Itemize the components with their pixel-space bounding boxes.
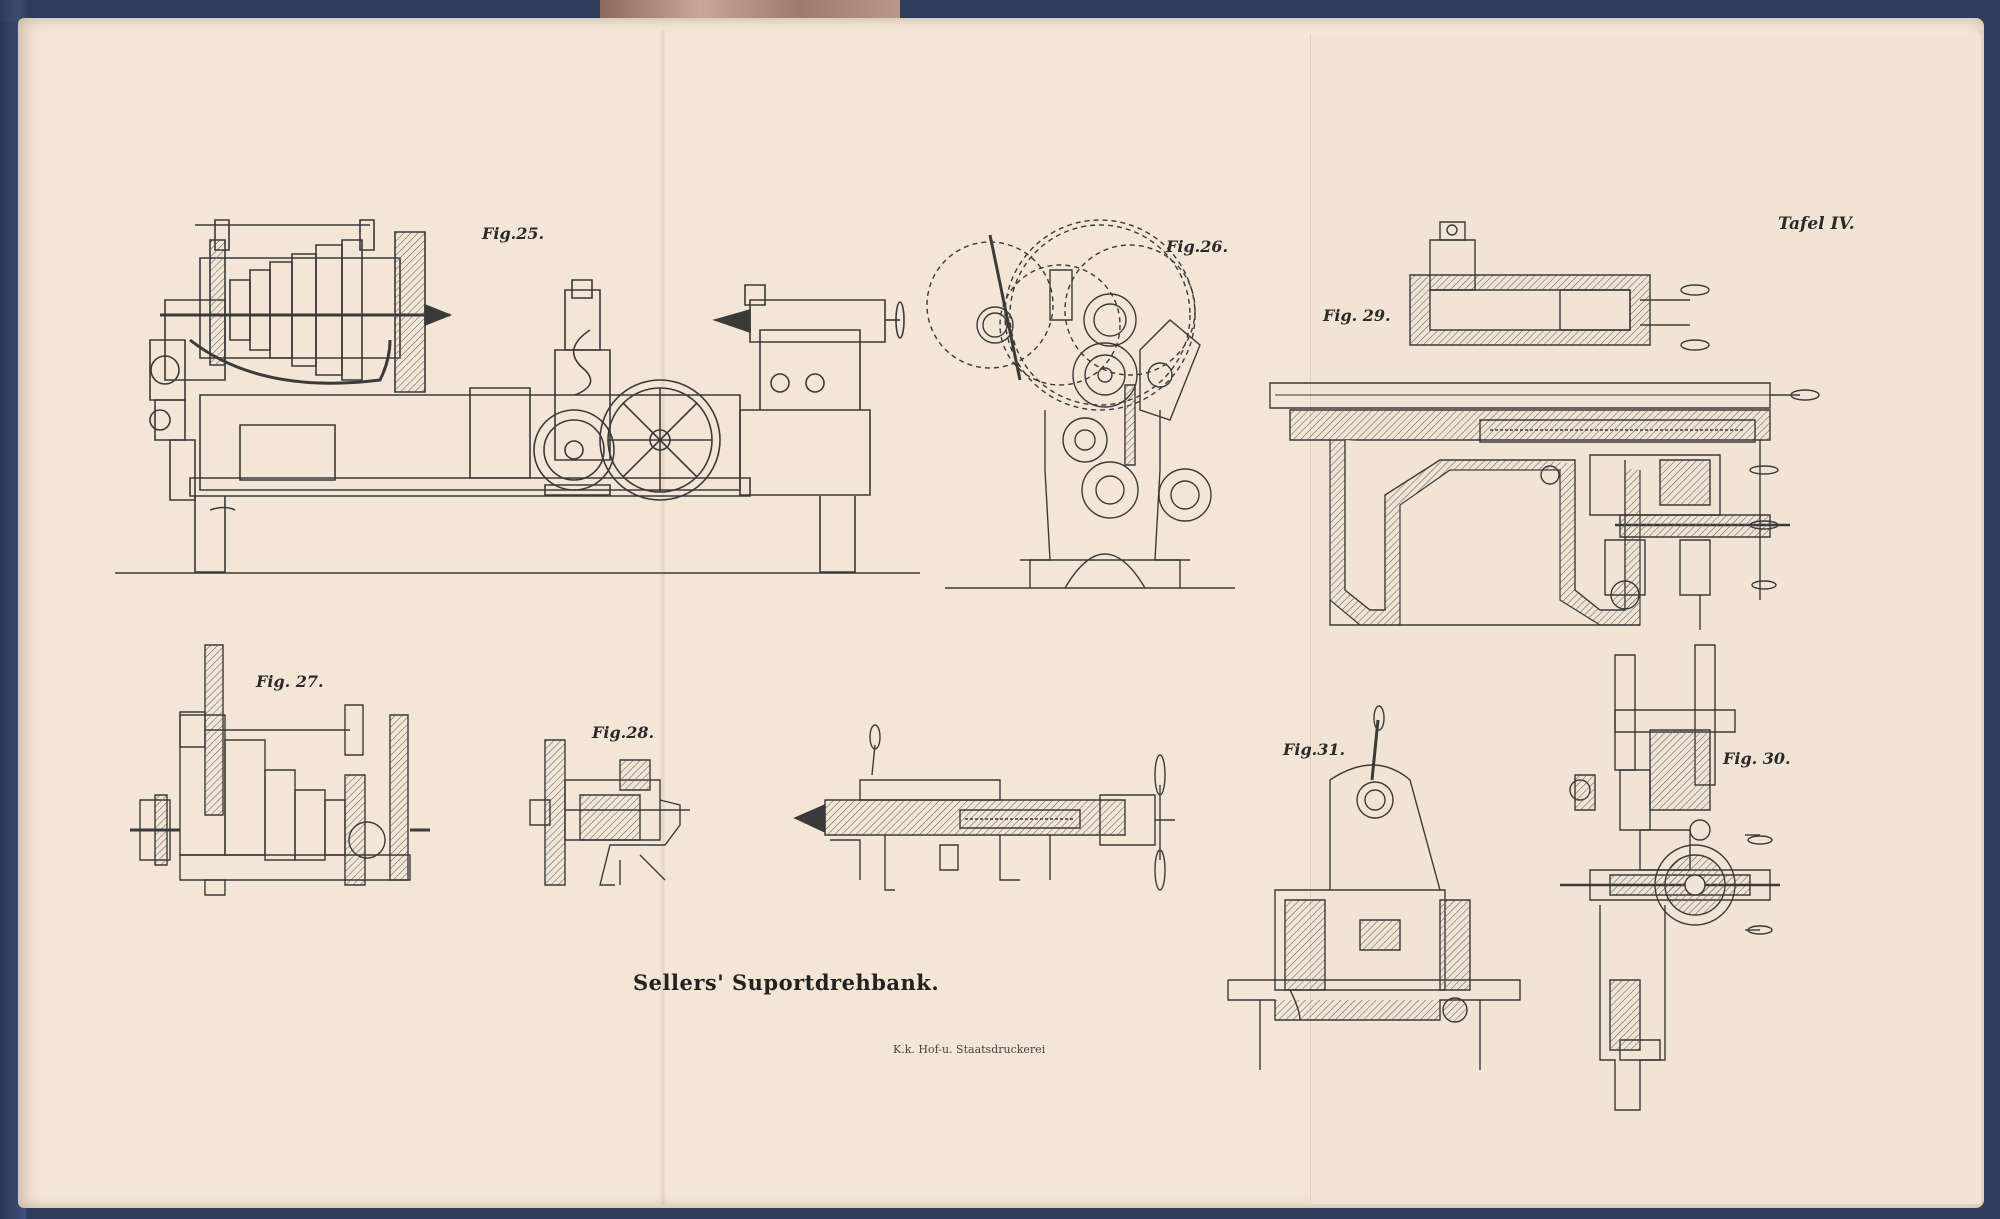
figure-label-fig29: Fig. 29. xyxy=(1323,306,1391,325)
figure-label-fig31: Fig.31. xyxy=(1283,740,1346,759)
fig29-slide-rest-section xyxy=(1270,222,1819,630)
plate-number: Tafel IV. xyxy=(1778,214,1855,234)
page-fold xyxy=(660,30,666,1205)
book-binding-edge xyxy=(600,0,900,22)
figure-label-fig26: Fig.26. xyxy=(1166,237,1229,256)
tailstock-section-drawing xyxy=(795,725,1175,890)
fig28-small-section xyxy=(530,740,690,885)
figure-label-fig27: Fig. 27. xyxy=(256,672,324,691)
fig25-lathe-drawing xyxy=(115,220,920,573)
fig27-cone-pulley-drawing xyxy=(130,645,430,895)
printer-imprint: K.k. Hof-u. Staatsdruckerei xyxy=(893,1043,1046,1056)
fig26-gear-train-drawing xyxy=(927,220,1235,588)
figure-label-fig30: Fig. 30. xyxy=(1723,749,1791,768)
fig30-apron-section xyxy=(1560,645,1780,1110)
fig31-tool-post-section xyxy=(1228,706,1520,1070)
figure-label-fig28: Fig.28. xyxy=(592,723,655,742)
figure-label-fig25: Fig.25. xyxy=(482,224,545,243)
plate-title: Sellers' Suportdrehbank. xyxy=(633,970,940,995)
